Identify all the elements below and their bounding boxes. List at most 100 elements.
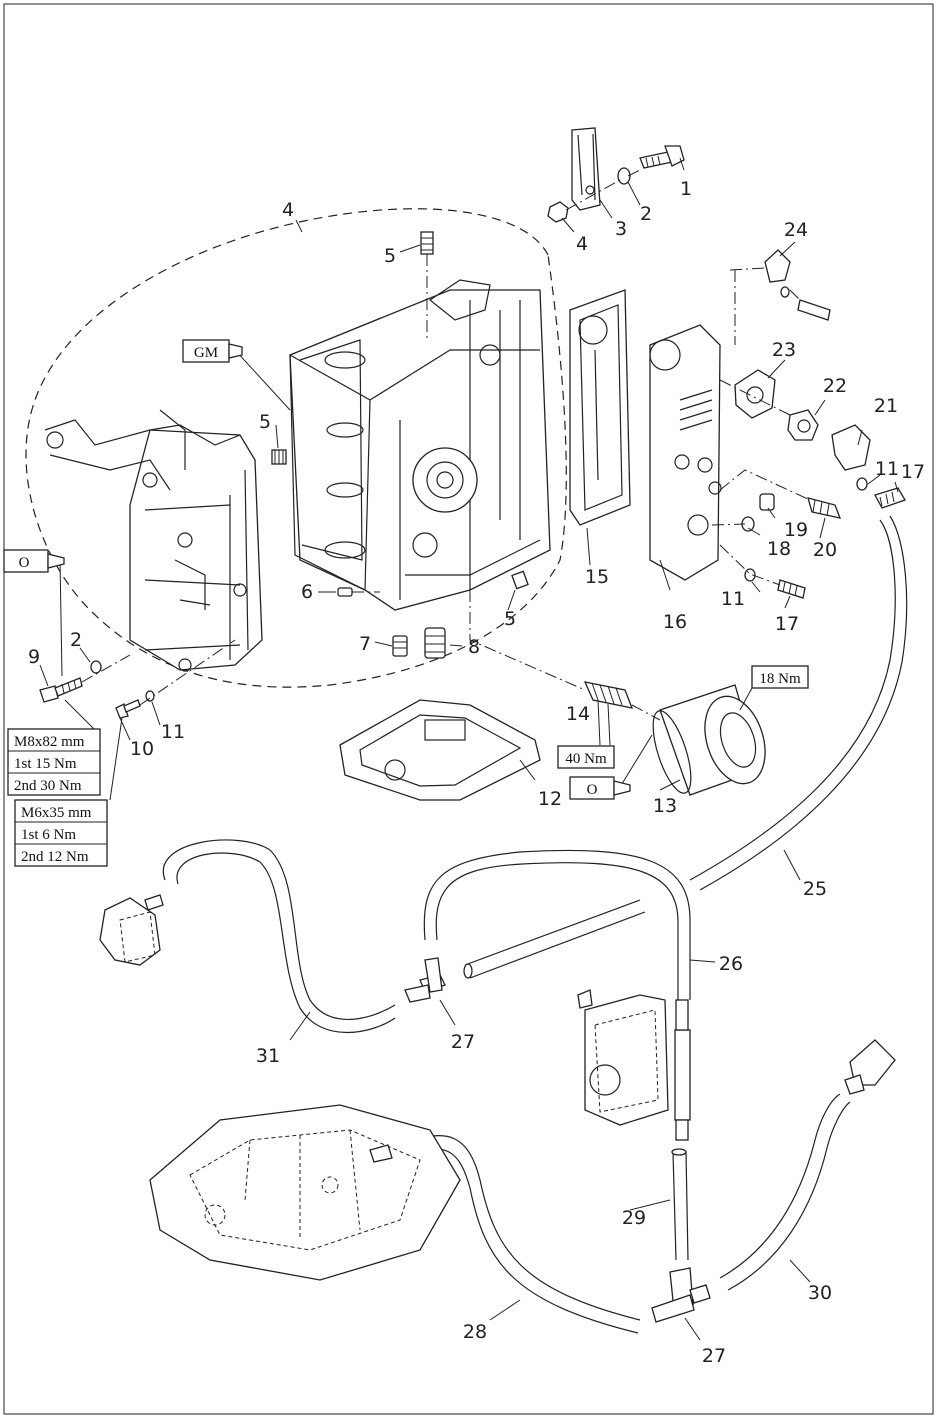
callout-15: 15 bbox=[585, 566, 609, 588]
callout-10: 10 bbox=[130, 738, 154, 760]
callout-14: 14 bbox=[566, 703, 590, 725]
callout-5-bottom: 5 bbox=[504, 608, 516, 630]
dowel-pin-6 bbox=[337, 587, 380, 597]
callout-27-upper: 27 bbox=[451, 1031, 475, 1053]
callout-17-upper: 17 bbox=[901, 461, 925, 483]
callout-26: 26 bbox=[719, 953, 743, 975]
bolt-1 bbox=[639, 145, 685, 169]
callout-6: 6 bbox=[301, 581, 313, 603]
gasket-15 bbox=[569, 289, 631, 526]
callout-3: 3 bbox=[615, 218, 627, 240]
cylinder-block bbox=[289, 279, 551, 611]
stud-5-left bbox=[271, 449, 287, 465]
assembly-boundary-4 bbox=[25, 208, 567, 688]
plug-19 bbox=[759, 493, 775, 511]
gm-sealant-tag: GM bbox=[182, 339, 243, 363]
clamp-24 bbox=[764, 249, 831, 321]
washer-11-upper bbox=[856, 477, 868, 491]
frame-border bbox=[3, 3, 934, 1415]
callout-7: 7 bbox=[359, 633, 371, 655]
fitting-20 bbox=[807, 497, 842, 519]
bolt-10 bbox=[115, 699, 141, 719]
hose-26 bbox=[423, 849, 691, 1000]
callout-28: 28 bbox=[463, 1321, 487, 1343]
callout-24: 24 bbox=[784, 219, 808, 241]
gm-tag-text: GM bbox=[194, 345, 218, 361]
spec9-line3: 2nd 30 Nm bbox=[14, 778, 82, 794]
callout-5-top: 5 bbox=[384, 245, 396, 267]
plug-8 bbox=[424, 627, 446, 659]
callout-5-left: 5 bbox=[259, 411, 271, 433]
callout-31: 31 bbox=[256, 1045, 280, 1067]
hose-29 bbox=[671, 1148, 689, 1261]
nut-4 bbox=[547, 201, 569, 223]
callout-4-assembly: 4 bbox=[282, 199, 294, 221]
leader-lines bbox=[39, 157, 899, 1341]
joint-27-lower bbox=[651, 1267, 711, 1323]
washer-2 bbox=[617, 167, 631, 185]
callout-30: 30 bbox=[808, 1282, 832, 1304]
fuel-connector-left bbox=[99, 894, 164, 966]
stud-14 bbox=[583, 681, 634, 709]
callout-22: 22 bbox=[823, 375, 847, 397]
bracket-3 bbox=[571, 127, 601, 211]
axis-oil-filter bbox=[469, 590, 661, 721]
callout-27-lower: 27 bbox=[702, 1345, 726, 1367]
filter-torque-text: 18 Nm bbox=[759, 671, 801, 687]
joint-27-upper bbox=[404, 957, 446, 1003]
callout-17-lower: 17 bbox=[775, 613, 799, 635]
washer-2-left bbox=[90, 660, 102, 674]
axes-right-group bbox=[711, 267, 811, 586]
hose-31 bbox=[162, 839, 396, 1034]
manifold-housing bbox=[149, 1104, 461, 1281]
oil-tag-left-text: O bbox=[19, 555, 30, 571]
callout-25: 25 bbox=[803, 878, 827, 900]
primer-connector bbox=[844, 1039, 896, 1095]
spec10-line3: 2nd 12 Nm bbox=[21, 849, 89, 865]
spec9-line2: 1st 15 Nm bbox=[14, 756, 77, 772]
spec9-line1: M8x82 mm bbox=[14, 734, 85, 750]
hose-25 bbox=[689, 515, 908, 891]
hose-30 bbox=[719, 1093, 851, 1291]
oil-tag-left: O bbox=[3, 549, 65, 573]
thermostat-22 bbox=[787, 409, 819, 441]
stud-torque-box: 40 Nm bbox=[557, 745, 615, 769]
gasket-12 bbox=[339, 699, 541, 801]
callout-21: 21 bbox=[874, 395, 898, 417]
callout-4-nut: 4 bbox=[576, 233, 588, 255]
bolt-17-upper bbox=[874, 487, 906, 509]
callout-11-upper: 11 bbox=[875, 458, 899, 480]
callout-labels: 1 2 3 4 4 5 5 5 6 7 8 9 2 10 11 11 11 12… bbox=[28, 178, 925, 1367]
cover-16 bbox=[649, 324, 722, 581]
callout-9: 9 bbox=[28, 646, 40, 668]
callout-2: 2 bbox=[640, 203, 652, 225]
axes-left-bolts bbox=[81, 639, 236, 706]
oil-tag-filter: O bbox=[569, 776, 631, 800]
callout-23: 23 bbox=[772, 339, 796, 361]
callout-1: 1 bbox=[680, 178, 692, 200]
callout-11-lower: 11 bbox=[721, 588, 745, 610]
fuel-pump bbox=[577, 989, 691, 1141]
stud-torque-text: 40 Nm bbox=[565, 751, 607, 767]
callout-29: 29 bbox=[622, 1207, 646, 1229]
callout-13: 13 bbox=[653, 795, 677, 817]
callout-11-left: 11 bbox=[161, 721, 185, 743]
spec10-line1: M6x35 mm bbox=[21, 805, 92, 821]
oil-filter-13 bbox=[652, 684, 766, 796]
filter-torque-box: 18 Nm bbox=[739, 665, 809, 711]
callout-8: 8 bbox=[468, 636, 480, 658]
axis-1-3 bbox=[565, 169, 641, 211]
callout-19: 19 bbox=[784, 519, 808, 541]
callout-16: 16 bbox=[663, 611, 687, 633]
callout-12: 12 bbox=[538, 788, 562, 810]
callout-20: 20 bbox=[813, 539, 837, 561]
bolt-17-lower bbox=[777, 579, 806, 599]
callout-18: 18 bbox=[767, 538, 791, 560]
plug-7 bbox=[392, 635, 408, 657]
oil-tag-filter-text: O bbox=[587, 782, 598, 798]
stud-5-bottom bbox=[511, 570, 529, 590]
thermostat-cover-21 bbox=[831, 424, 871, 471]
spec-box-bolt-9: M8x82 mm 1st 15 Nm 2nd 30 Nm bbox=[7, 728, 101, 796]
spec10-line2: 1st 6 Nm bbox=[21, 827, 76, 843]
